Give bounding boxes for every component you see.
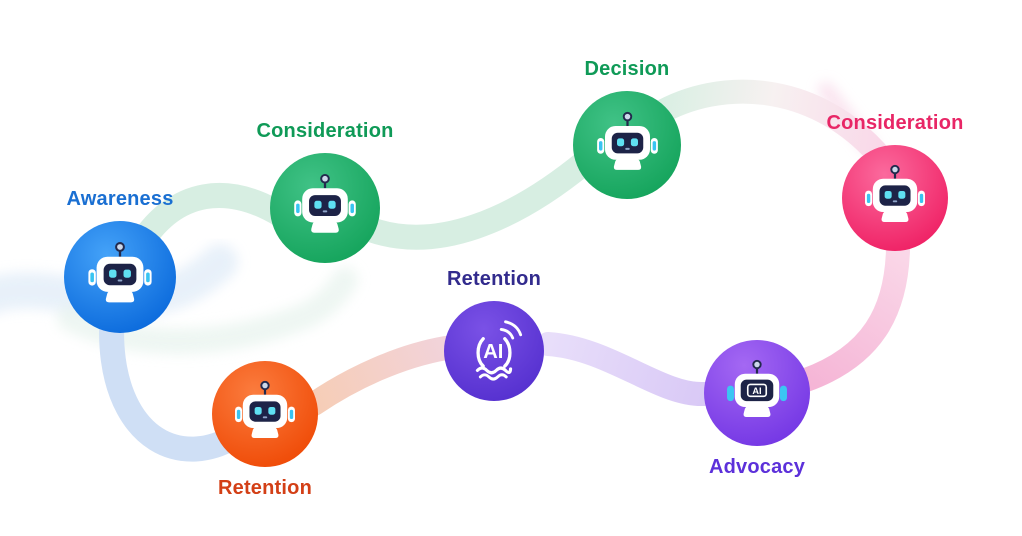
stage-consideration-pink: Consideration	[795, 112, 995, 251]
stage-decision: Decision	[527, 58, 727, 199]
stage-label-consideration-green: Consideration	[256, 120, 394, 142]
stage-circle-advocacy	[704, 340, 810, 446]
journey-path	[99, 79, 910, 462]
stage-label-retention-orange: Retention	[217, 477, 313, 499]
stage-circle-awareness	[64, 221, 176, 333]
stage-circle-decision	[573, 91, 681, 199]
stage-circle-retention-orange	[212, 361, 318, 467]
path-consideration-advocacy	[794, 238, 910, 392]
path-consideration-decision	[359, 149, 598, 250]
path-retention-retention	[302, 336, 458, 416]
robot-icon	[858, 161, 932, 235]
path-decision-consideration	[646, 79, 888, 164]
stage-advocacy: Advocacy	[657, 340, 857, 479]
stage-circle-retention-purple	[444, 301, 544, 401]
robot-icon	[81, 238, 159, 316]
stage-circle-consideration-pink	[842, 145, 948, 251]
stage-label-retention-purple: Retention	[446, 268, 542, 290]
stage-retention-orange: Retention	[165, 361, 365, 500]
robot-icon	[228, 377, 302, 451]
ai-robot-icon	[720, 356, 794, 430]
ai-wave-icon	[458, 315, 530, 387]
stage-label-consideration-pink: Consideration	[826, 112, 964, 134]
stage-label-awareness: Awareness	[66, 188, 174, 210]
stage-awareness: Awareness	[20, 188, 220, 333]
robot-icon	[287, 170, 363, 246]
stage-circle-consideration-green	[270, 153, 380, 263]
robot-icon	[590, 108, 665, 183]
stage-consideration-green: Consideration	[225, 120, 425, 263]
stage-retention-purple: Retention	[394, 268, 594, 401]
path-advocacy-retention	[536, 332, 716, 406]
stage-label-decision: Decision	[584, 58, 670, 80]
stage-label-advocacy: Advocacy	[708, 456, 806, 478]
